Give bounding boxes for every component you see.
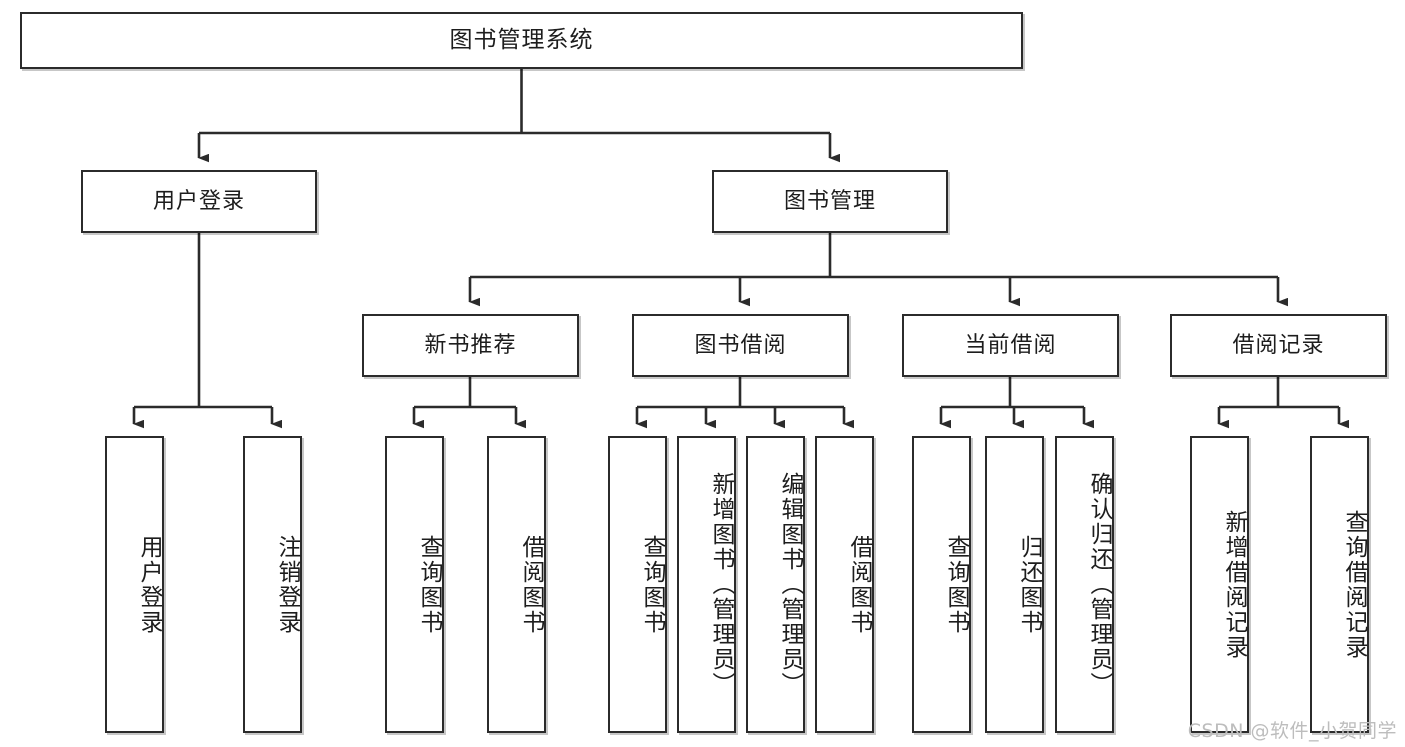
node-label: 新增借阅记录 [1221,509,1247,660]
node-user-login[interactable]: 用户登录 [81,170,317,233]
node-label: 当前借阅 [964,332,1057,358]
node-leaf-borrow-book-2[interactable]: 借阅图书 [815,436,874,733]
node-label: 归还图书 [1016,534,1042,635]
node-current-borrow[interactable]: 当前借阅 [902,314,1119,377]
node-leaf-query-book-3[interactable]: 查询图书 [912,436,971,733]
node-root-system[interactable]: 图书管理系统 [20,12,1023,69]
node-label: 确认归还（管理员） [1086,472,1112,697]
node-label: 查询图书 [639,534,665,635]
node-label: 查询图书 [943,534,969,635]
node-label: 借阅图书 [846,534,872,635]
node-book-manage[interactable]: 图书管理 [712,170,948,233]
node-label: 用户登录 [152,188,245,214]
node-label: 新书推荐 [424,332,517,358]
node-leaf-add-record[interactable]: 新增借阅记录 [1190,436,1249,733]
node-label: 借阅记录 [1232,332,1325,358]
node-label: 图书管理系统 [449,26,594,53]
node-leaf-query-book-2[interactable]: 查询图书 [608,436,667,733]
node-leaf-confirm-return[interactable]: 确认归还（管理员） [1055,436,1114,733]
node-leaf-borrow-book-1[interactable]: 借阅图书 [487,436,546,733]
node-label: 用户登录 [136,534,162,635]
node-label: 借阅图书 [518,534,544,635]
node-label: 新增图书（管理员） [708,472,734,697]
node-leaf-query-book-1[interactable]: 查询图书 [385,436,444,733]
node-new-book-rec[interactable]: 新书推荐 [362,314,579,377]
node-book-borrow[interactable]: 图书借阅 [632,314,849,377]
node-leaf-logout[interactable]: 注销登录 [243,436,302,733]
node-label: 图书管理 [783,188,876,214]
node-label: 注销登录 [274,534,300,635]
node-leaf-edit-book[interactable]: 编辑图书（管理员） [746,436,805,733]
node-borrow-record[interactable]: 借阅记录 [1170,314,1387,377]
node-leaf-query-record[interactable]: 查询借阅记录 [1310,436,1369,733]
node-leaf-return-book[interactable]: 归还图书 [985,436,1044,733]
node-leaf-add-book[interactable]: 新增图书（管理员） [677,436,736,733]
node-leaf-user-login[interactable]: 用户登录 [105,436,164,733]
node-label: 查询图书 [416,534,442,635]
node-label: 查询借阅记录 [1341,509,1367,660]
node-label: 编辑图书（管理员） [777,472,803,697]
node-label: 图书借阅 [694,332,787,358]
